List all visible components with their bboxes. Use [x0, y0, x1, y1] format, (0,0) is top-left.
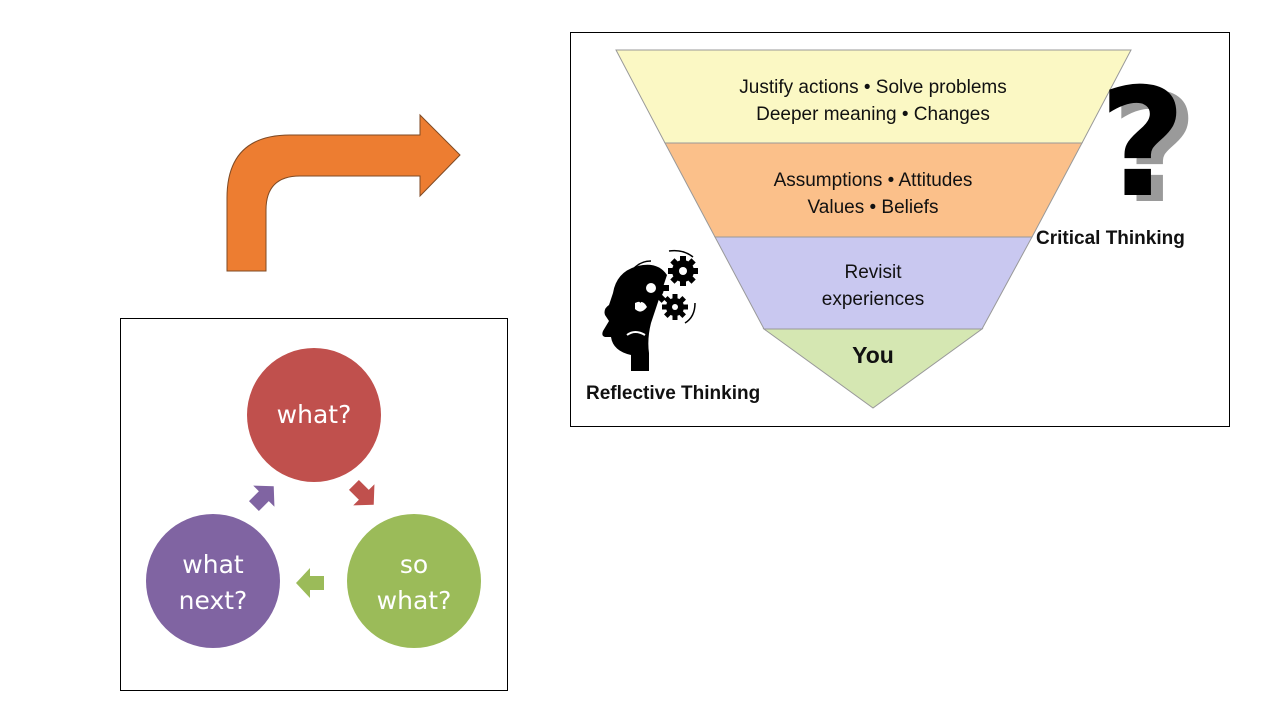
layer-4-you: You: [852, 342, 894, 368]
cycle-diagram: what? so what? what next?: [146, 348, 481, 648]
bent-arrow: [226, 113, 461, 272]
layer-2-line-1: Assumptions • Attitudes: [774, 170, 973, 191]
cycle-arrow-red: [348, 479, 375, 506]
head-gears-icon: [602, 249, 698, 371]
cycle-arrow-purple: [248, 485, 275, 512]
what-label: what?: [277, 400, 352, 429]
what-next-circle: [146, 514, 280, 648]
cycle-diagram-frame: what? so what? what next?: [120, 318, 508, 691]
pyramid-layer-4: [762, 328, 984, 409]
pyramid-layer-3: [714, 236, 1033, 330]
what-next-label-line2: next?: [179, 586, 248, 615]
cycle-arrow-green: [296, 568, 324, 598]
layer-1-line-2: Deeper meaning • Changes: [756, 104, 990, 125]
layer-3-line-2: experiences: [822, 289, 924, 310]
layer-2-line-2: Values • Beliefs: [808, 197, 939, 218]
critical-thinking-label: Critical Thinking: [1036, 228, 1185, 249]
question-mark-shadow: ?: [1111, 63, 1198, 237]
so-what-label-line1: so: [400, 550, 428, 579]
what-circle: [247, 348, 381, 482]
so-what-label-line2: what?: [377, 586, 452, 615]
layer-1-line-1: Justify actions • Solve problems: [739, 77, 1006, 98]
reflective-thinking-label: Reflective Thinking: [586, 383, 760, 404]
thinking-pyramid-frame: Justify actions • Solve problems Deeper …: [570, 32, 1230, 427]
so-what-circle: [347, 514, 481, 648]
thinking-pyramid: Justify actions • Solve problems Deeper …: [586, 49, 1198, 409]
layer-3-line-1: Revisit: [844, 262, 902, 283]
bent-arrow-shape: [226, 113, 461, 272]
question-mark-icon: ?: [1099, 57, 1186, 231]
what-next-label-line1: what: [182, 550, 244, 579]
